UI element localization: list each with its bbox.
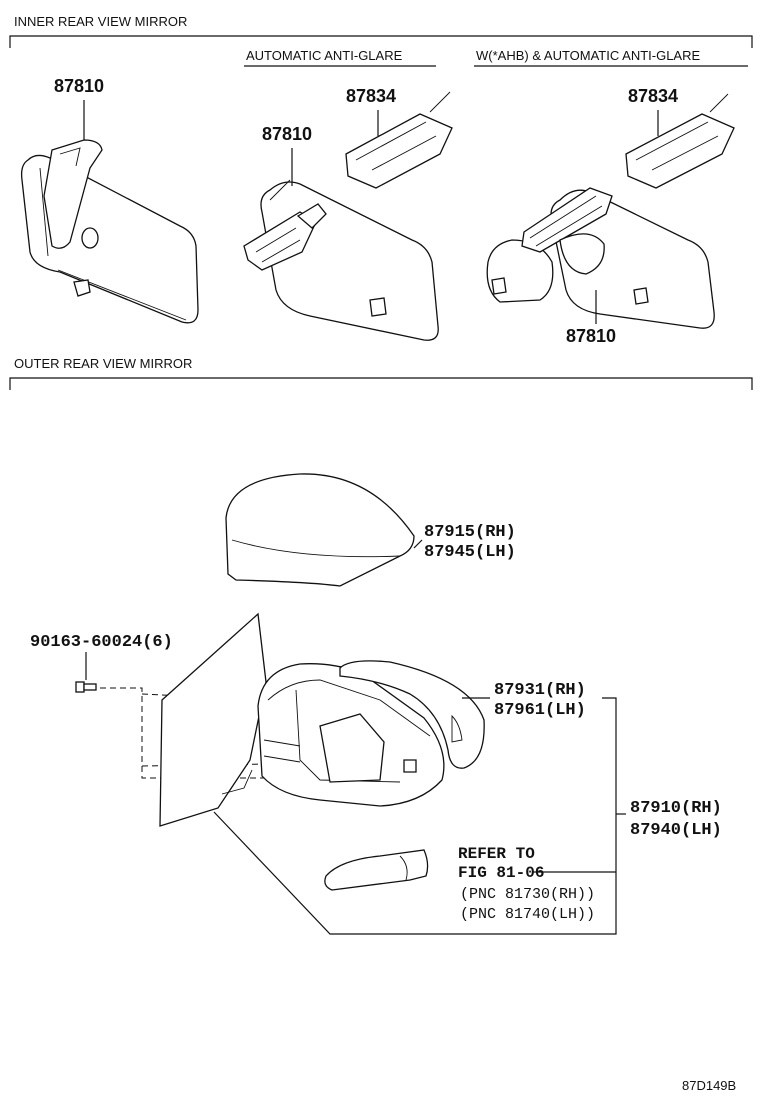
turn-signal-lamp — [324, 849, 429, 891]
assembly-bracket — [213, 697, 617, 935]
mirror-base-cover-2 — [625, 93, 735, 189]
section-title-inner: INNER REAR VIEW MIRROR — [14, 14, 187, 29]
outer-mirror-cover — [225, 473, 415, 587]
subsection-title-auto: AUTOMATIC ANTI-GLARE — [246, 48, 403, 63]
refer-line-1: REFER TO — [458, 845, 535, 863]
label-screw: 90163-60024(6) — [30, 633, 173, 652]
label-inner-mirror-3: 87810 — [566, 326, 616, 346]
outer-mirror-body — [257, 663, 445, 807]
refer-line-3: (PNC 81730(RH)) — [460, 886, 595, 903]
refer-line-2: FIG 81-06 — [458, 864, 544, 882]
inner-mirror-standard — [20, 139, 199, 324]
inner-mirror-ahb — [486, 187, 715, 329]
label-mirror-assy-lh: 87940(LH) — [630, 821, 722, 840]
label-inner-mirror-2: 87810 — [262, 124, 312, 144]
label-inner-mirror-1: 87810 — [54, 76, 104, 96]
section-bracket-outer — [9, 377, 753, 390]
label-cover-1: 87834 — [346, 86, 396, 106]
mirror-mounting-plate — [159, 612, 267, 827]
refer-line-4: (PNC 81740(LH)) — [460, 906, 595, 923]
screw-icon — [75, 681, 97, 693]
label-mirror-body-rh: 87931(RH) — [494, 681, 586, 700]
label-outer-cover-rh: 87915(RH) — [424, 523, 516, 542]
leader-outer-cover — [413, 539, 423, 549]
label-cover-2: 87834 — [628, 86, 678, 106]
section-title-outer: OUTER REAR VIEW MIRROR — [14, 356, 192, 371]
inner-mirror-auto-antiglare — [243, 179, 439, 341]
section-bracket-inner — [9, 35, 753, 48]
diagram-code: 87D149B — [682, 1078, 736, 1093]
outer-mirror-glass-housing — [339, 660, 485, 769]
label-mirror-body-lh: 87961(LH) — [494, 701, 586, 720]
label-outer-cover-lh: 87945(LH) — [424, 543, 516, 562]
mirror-base-cover-1 — [345, 91, 453, 189]
label-mirror-assy-rh: 87910(RH) — [630, 799, 722, 818]
subsection-title-ahb: W(*AHB) & AUTOMATIC ANTI-GLARE — [476, 48, 700, 63]
